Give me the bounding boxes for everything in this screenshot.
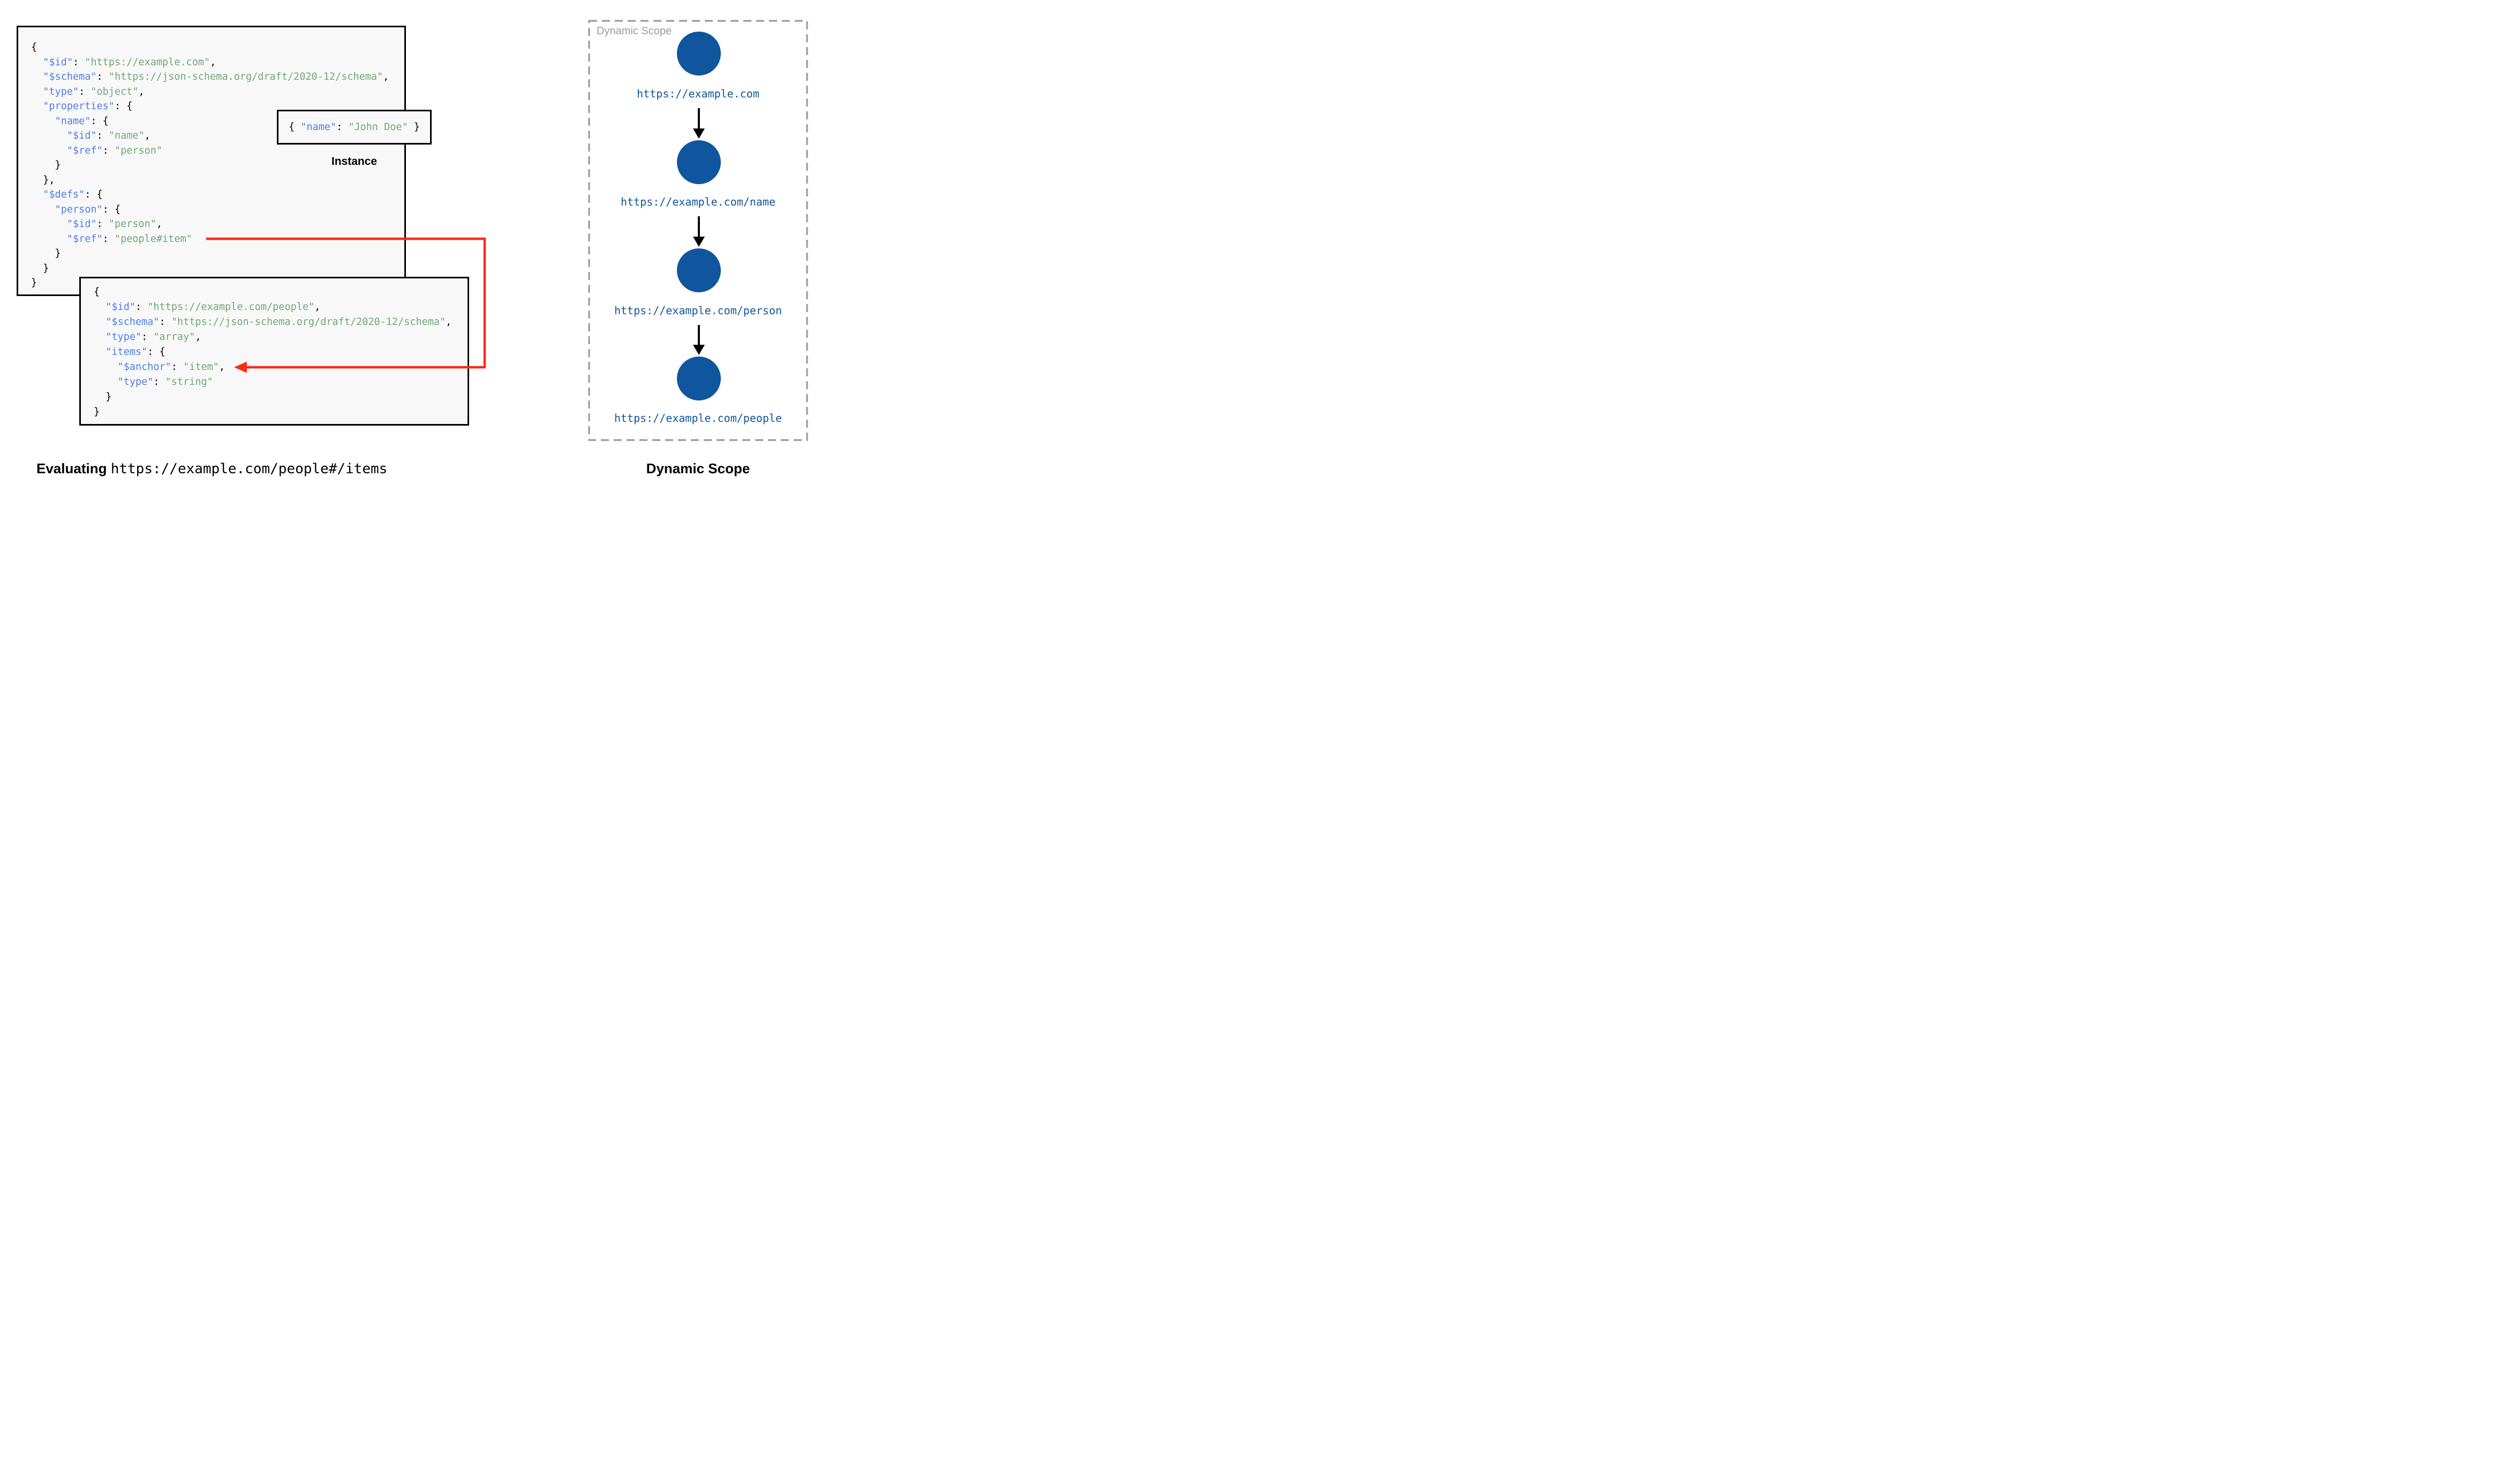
code-line: "items": { [105,346,165,358]
code-line: } [94,406,100,418]
code-line: "properties": { [43,101,133,112]
diagram-canvas: { "$id": "https://example.com", "$schema… [0,0,839,495]
scope-down-arrow-2 [693,216,705,247]
code-line: "type": "string" [117,376,213,388]
scope-node-label-3: https://example.com/person [614,304,782,317]
scope-node-circle-4 [677,357,721,400]
code-line: } [31,277,37,289]
code-line: { [31,42,37,53]
scope-node-circle-3 [677,248,721,292]
code-line: "person": { [55,203,121,215]
code-line: { "name": "John Doe" } [288,122,420,133]
code-line: "type": "array", [105,331,201,343]
scope-node-label-1: https://example.com [637,87,759,100]
dynamic-scope-frame-label: Dynamic Scope [597,25,672,37]
scope-down-arrow-1 [693,108,705,139]
instance-code: { "name": "John Doe" } [289,122,420,133]
instance-box: { "name": "John Doe" } [277,110,432,145]
code-line: } [31,160,61,171]
evaluating-label: Evaluating [36,460,107,476]
code-line: }, [31,174,55,186]
scope-node-circle-2 [677,140,721,184]
code-line: } [31,248,61,259]
code-line: "name": { [55,115,109,127]
code-line: "$id": "https://example.com", [43,56,216,68]
code-line: "type": "object", [43,86,145,97]
code-line: "$id": "https://example.com/people", [105,301,321,313]
scope-node-label-4: https://example.com/people [614,412,782,425]
scope-node-label-2: https://example.com/name [621,195,775,208]
code-line: "$ref": "person" [66,145,163,156]
caption-evaluating: Evaluating https://example.com/people#/i… [36,460,387,477]
code-line: "$anchor": "item", [117,361,225,373]
code-line: "$schema": "https://json-schema.org/draf… [43,71,389,82]
code-line: "$id": "person", [66,218,163,230]
evaluating-space [107,460,110,476]
code-line: } [94,391,112,403]
code-line: { [94,286,100,298]
schema-box-people: { "$id": "https://example.com/people", "… [79,277,469,426]
code-line: "$schema": "https://json-schema.org/draf… [105,316,452,328]
scope-node-circle-1 [677,32,721,75]
code-line: "$id": "name", [66,130,150,141]
evaluating-uri: https://example.com/people#/items [110,461,388,477]
instance-caption: Instance [331,155,378,168]
schema-people-code: { "$id": "https://example.com/people", "… [81,278,468,420]
code-line: } [31,262,49,274]
code-line: "$defs": { [43,189,103,200]
schema-root-code: { "$id": "https://example.com", "$schema… [18,27,404,291]
scope-down-arrow-3 [693,325,705,355]
caption-dynamic-scope: Dynamic Scope [646,460,750,476]
code-line: "$ref": "people#item" [66,233,192,245]
